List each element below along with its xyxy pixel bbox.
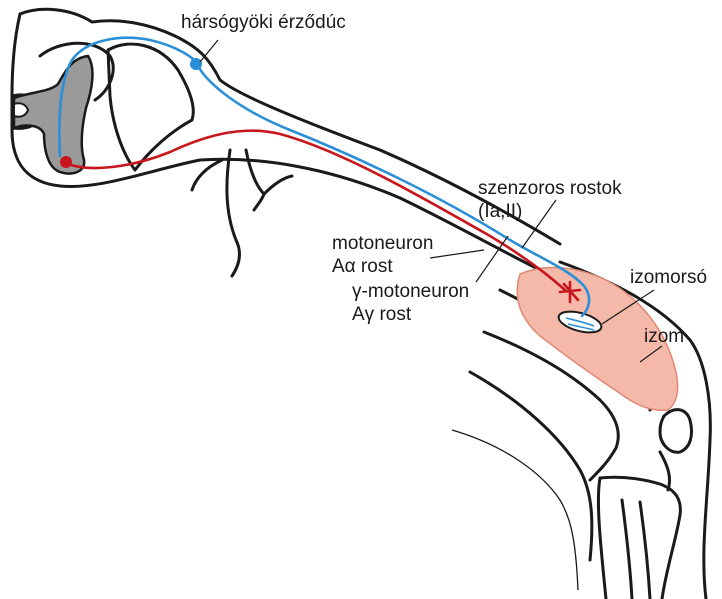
label-muscle-text: izom <box>644 325 684 348</box>
label-muscle-spindle-text: izomorsó <box>630 266 707 289</box>
label-gamma-motoneuron: γ-motoneuron Aγ rost <box>352 280 469 326</box>
label-sensory-fibers-line-1: szenzoros rostok <box>478 177 622 200</box>
sensory-ganglion-cell <box>190 58 202 70</box>
label-ganglion: hársógyöki érződúc <box>181 11 346 34</box>
label-gamma-motoneuron-line-1: γ-motoneuron <box>352 280 469 303</box>
label-alpha-motoneuron-line-1: motoneuron <box>332 232 433 255</box>
label-muscle: izom <box>644 325 684 348</box>
label-ganglion-text: hársógyöki érződúc <box>181 11 346 34</box>
label-muscle-spindle: izomorsó <box>630 266 707 289</box>
label-sensory-fibers-line-2: (Ia,II) <box>478 200 622 223</box>
central-canal <box>14 103 28 117</box>
skin-line <box>452 430 578 590</box>
label-gamma-motoneuron-line-2: Aγ rost <box>352 303 469 326</box>
label-sensory-fibers: szenzoros rostok (Ia,II) <box>478 177 622 223</box>
label-alpha-motoneuron: motoneuron Aα rost <box>332 232 433 278</box>
motoneuron-cell <box>60 156 72 168</box>
spinal-cord-section <box>12 9 560 276</box>
label-alpha-motoneuron-line-2: Aα rost <box>332 255 433 278</box>
